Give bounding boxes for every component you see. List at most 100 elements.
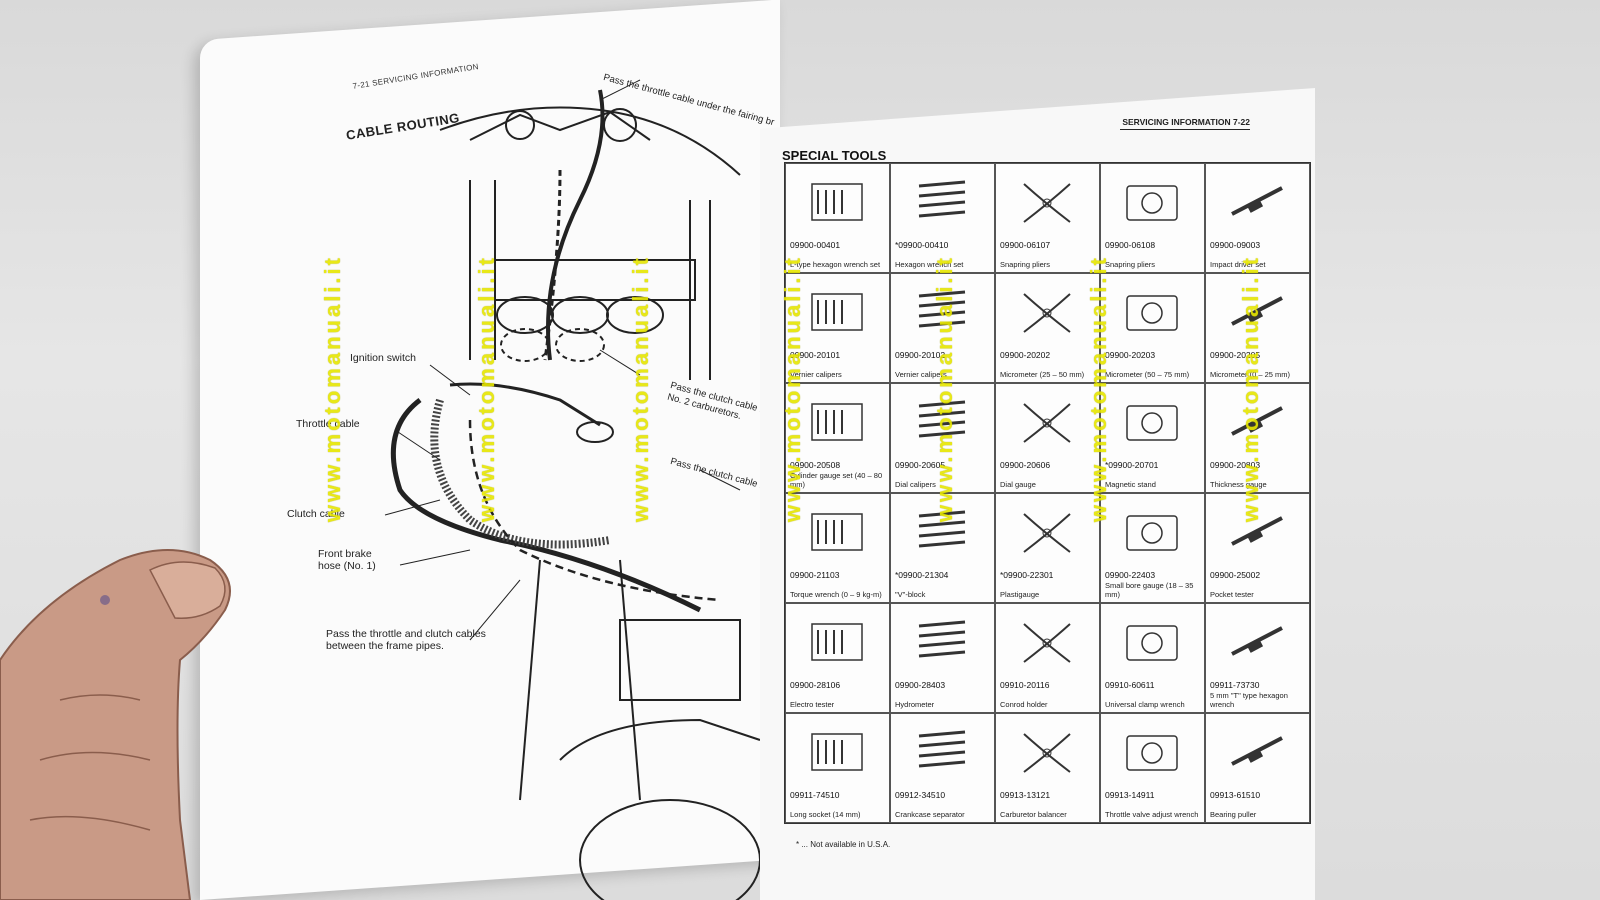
- tool-name: Small bore gauge (18 – 35 mm): [1105, 581, 1194, 599]
- tool-illustration-icon: [811, 403, 863, 441]
- tool-illustration-icon: [811, 623, 863, 661]
- callout-throttle-cable: Throttle cable: [296, 418, 360, 430]
- tool-name: Vernier calipers: [790, 370, 842, 379]
- tool-illustration-icon: [1231, 406, 1283, 436]
- tool-name: L-type hexagon wrench set: [790, 260, 881, 269]
- tool-code: 09900-28403: [895, 680, 946, 690]
- tool-code: 09900-25002: [1210, 570, 1261, 580]
- tool-name: Throttle valve adjust wrench: [1105, 810, 1199, 819]
- tool-name: Electro tester: [790, 700, 835, 709]
- footnote: * ... Not available in U.S.A.: [796, 840, 891, 849]
- callout-ignition-switch: Ignition switch: [350, 352, 416, 364]
- tool-illustration-icon: [918, 180, 966, 218]
- watermark-1: www.motomanuali.it: [320, 255, 345, 523]
- tool-illustration-icon: [1126, 735, 1178, 771]
- tool-illustration-icon: [1126, 405, 1178, 441]
- tool-illustration-icon: [1231, 516, 1283, 546]
- tool-code: 09913-14911: [1105, 790, 1155, 800]
- tool-name: Carburetor balancer: [1000, 810, 1067, 819]
- tool-name: Thickness gauge: [1210, 480, 1267, 489]
- tool-illustration-icon: [1023, 623, 1071, 663]
- tool-illustration-icon: [918, 400, 966, 438]
- tool-illustration-icon: [811, 513, 863, 551]
- tool-code: 09900-00401: [790, 240, 841, 250]
- tool-name: Vernier calipers: [895, 370, 947, 379]
- tool-code: 09913-61510: [1210, 790, 1261, 800]
- tool-name: Micrometer (50 – 75 mm): [1105, 370, 1190, 379]
- tool-name: Dial calipers: [895, 480, 936, 489]
- tool-illustration-icon: [1231, 736, 1283, 766]
- tool-code: 09912-34510: [895, 790, 946, 800]
- tool-code: 09900-28106: [790, 680, 841, 690]
- tool-name: Conrod holder: [1000, 700, 1048, 709]
- tool-code: 09900-20101: [790, 350, 841, 360]
- tool-code: 09910-20116: [1000, 680, 1050, 690]
- tool-code: 09900-06107: [1000, 240, 1051, 250]
- callout-front-brake-hose-line1: Front brake: [318, 548, 372, 560]
- tool-code: 09900-22403: [1105, 570, 1156, 580]
- tool-name: Micrometer (25 – 50 mm): [1000, 370, 1085, 379]
- tool-name: Snapring pliers: [1000, 260, 1051, 269]
- tool-code: 09913-13121: [1000, 790, 1051, 800]
- tool-name: Crankcase separator: [895, 810, 965, 819]
- tool-name: "V"-block: [895, 590, 926, 599]
- tool-name: Magnetic stand: [1105, 480, 1156, 489]
- watermark-7: www.motomanuali.it: [1238, 255, 1263, 523]
- tool-name: 5 mm "T" type hexagon wrench: [1210, 691, 1288, 709]
- tool-code: *09900-21304: [895, 570, 949, 580]
- tool-code: *09900-22301: [1000, 570, 1054, 580]
- tool-name: Micrometer (0 – 25 mm): [1210, 370, 1291, 379]
- tool-illustration-icon: [1231, 186, 1283, 216]
- tool-illustration-icon: [1126, 185, 1178, 221]
- tool-name: Long socket (14 mm): [790, 810, 861, 819]
- tool-code: 09900-20202: [1000, 350, 1051, 360]
- tool-illustration-icon: [1231, 626, 1283, 656]
- tool-code: 09900-20203: [1105, 350, 1156, 360]
- tool-code: 09900-06108: [1105, 240, 1156, 250]
- tool-illustration-icon: [1023, 733, 1071, 773]
- right-page-header: SERVICING INFORMATION 7-22: [1120, 117, 1250, 130]
- tool-cell: *09900-21304 "V"-block: [890, 493, 995, 603]
- tool-name: Bearing puller: [1210, 810, 1257, 819]
- tool-code: 09911-74510: [790, 790, 840, 800]
- tool-name: Plastigauge: [1000, 590, 1040, 599]
- callout-throttle-clutch-frame-line1: Pass the throttle and clutch cables: [326, 628, 486, 640]
- tool-code: 09900-20205: [1210, 350, 1261, 360]
- tool-code: 09900-09003: [1210, 240, 1261, 250]
- watermark-6: www.motomanuali.it: [1086, 255, 1111, 523]
- watermark-3: www.motomanuali.it: [628, 255, 653, 523]
- tool-code: 09911-73730: [1210, 680, 1260, 690]
- tool-illustration-icon: [918, 620, 966, 658]
- tool-illustration-icon: [811, 733, 863, 771]
- watermark-4: www.motomanuali.it: [780, 255, 805, 523]
- callout-throttle-clutch-frame: Pass the throttle and clutch cables betw…: [326, 628, 486, 652]
- callout-clutch-cable: Clutch cable: [287, 508, 345, 520]
- tool-code: 09900-20605: [895, 460, 946, 470]
- watermark-5: www.motomanuali.it: [932, 255, 957, 523]
- tool-name: Pocket tester: [1210, 590, 1254, 599]
- tool-illustration-icon: [1023, 403, 1071, 443]
